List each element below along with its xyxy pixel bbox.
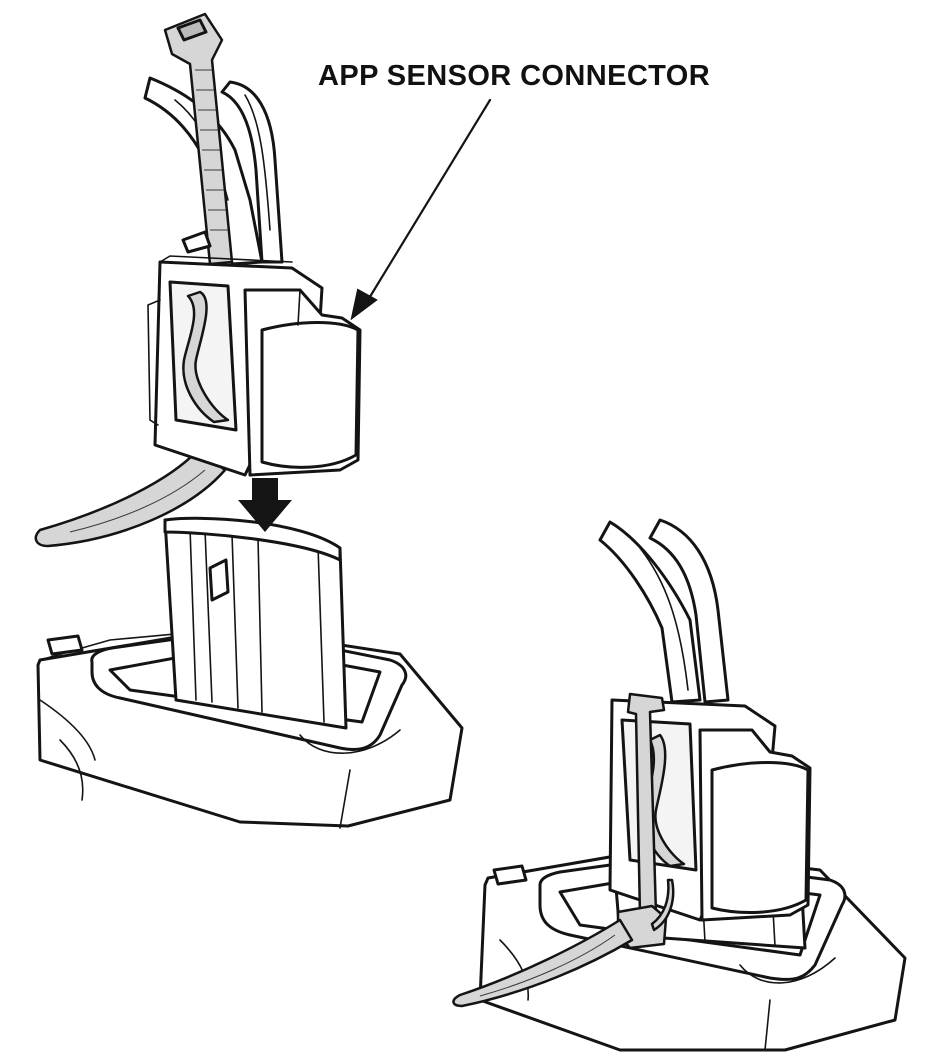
left-cable-tie <box>34 12 234 548</box>
left-bracket-post <box>163 516 348 730</box>
left-wire-harness <box>143 76 284 266</box>
callout-label: APP SENSOR CONNECTOR <box>318 60 711 92</box>
right-wire-harness <box>598 518 730 704</box>
leader-arrow <box>350 98 492 321</box>
left-connector-body <box>147 230 362 477</box>
right-view <box>452 518 907 1052</box>
left-view <box>34 12 464 829</box>
right-cable-tie-installed <box>452 692 675 1008</box>
insert-arrow <box>238 478 292 532</box>
